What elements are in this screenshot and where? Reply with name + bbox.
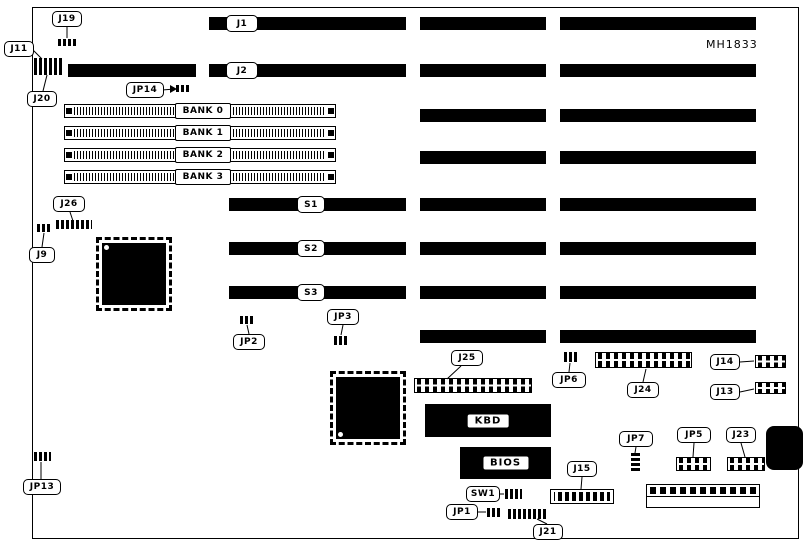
isa-slot	[560, 242, 756, 255]
connector-j24	[595, 352, 692, 368]
callout-j1: J1	[226, 15, 258, 32]
callout-jp5: JP5	[677, 427, 711, 443]
callout-s2: S2	[297, 240, 325, 257]
isa-slot	[560, 109, 756, 122]
callout-jp6: JP6	[552, 372, 586, 388]
callout-jp14: JP14	[126, 82, 164, 98]
bank0-label: BANK 0	[175, 103, 231, 119]
isa-slot	[420, 17, 546, 30]
connector-j19	[58, 39, 76, 46]
callout-j26: J26	[53, 196, 85, 212]
connector-jp14	[176, 85, 190, 92]
connector-j23	[727, 457, 765, 471]
pin1-dot	[104, 245, 109, 250]
callout-j25: J25	[451, 350, 483, 366]
callout-j20: J20	[27, 91, 57, 107]
keyboard-din-connector	[766, 426, 803, 470]
callout-jp1: JP1	[446, 504, 478, 520]
isa-slot	[560, 64, 756, 77]
isa-slot	[420, 242, 546, 255]
kbd-controller-chip: KBD	[425, 404, 551, 437]
isa-slot	[560, 286, 756, 299]
connector-jp6	[564, 352, 577, 362]
connector-j15	[550, 489, 614, 504]
connector-j26	[56, 220, 92, 229]
callout-jp2: JP2	[233, 334, 265, 350]
callout-j9: J9	[29, 247, 55, 263]
isa-slot	[209, 17, 406, 30]
pin1-dot	[338, 432, 343, 437]
callout-j15: J15	[567, 461, 597, 477]
connector-j13	[755, 382, 786, 394]
connector-j25	[414, 378, 532, 393]
isa-slot	[420, 109, 546, 122]
connector-jp7	[631, 452, 640, 471]
callout-j24: J24	[627, 382, 659, 398]
bank2-label: BANK 2	[175, 147, 231, 163]
isa-slot	[68, 64, 196, 77]
callout-j21: J21	[533, 524, 563, 540]
isa-slot	[209, 64, 406, 77]
kbd-label: KBD	[466, 413, 510, 428]
isa-slot	[420, 64, 546, 77]
connector-jp5	[676, 457, 711, 471]
callout-jp7: JP7	[619, 431, 653, 447]
callout-j14: J14	[710, 354, 740, 370]
isa-slot	[560, 151, 756, 164]
callout-jp3: JP3	[327, 309, 359, 325]
isa-slot	[420, 330, 546, 343]
chipset-qfp-2	[330, 371, 406, 445]
connector-j14	[755, 355, 786, 368]
chip-die	[102, 243, 166, 305]
callout-s3: S3	[297, 284, 325, 301]
power-pins	[650, 487, 756, 494]
callout-j11: J11	[4, 41, 34, 57]
isa-slot	[420, 151, 546, 164]
connector-jp3	[334, 336, 347, 345]
callout-j19: J19	[52, 11, 82, 27]
bios-chip: BIOS	[460, 447, 551, 479]
board-outline	[32, 7, 799, 539]
callout-s1: S1	[297, 196, 325, 213]
isa-slot	[560, 17, 756, 30]
power-divider	[647, 496, 759, 497]
callout-j2: J2	[226, 62, 258, 79]
connector-j11-j20	[34, 58, 64, 75]
power-connector	[646, 484, 760, 508]
bios-label: BIOS	[481, 455, 530, 471]
isa-slot	[420, 198, 546, 211]
connector-j21	[508, 509, 546, 519]
bank1-label: BANK 1	[175, 125, 231, 141]
connector-sw1	[505, 489, 522, 499]
callout-jp13: JP13	[23, 479, 61, 495]
isa-slot	[560, 198, 756, 211]
connector-jp2	[240, 316, 255, 324]
chipset-qfp-1	[96, 237, 172, 311]
bank3-label: BANK 3	[175, 169, 231, 185]
callout-j23: J23	[726, 427, 756, 443]
connector-j9	[37, 224, 50, 232]
callout-sw1: SW1	[466, 486, 500, 502]
chip-die	[336, 377, 400, 439]
callout-j13: J13	[710, 384, 740, 400]
connector-jp13	[34, 452, 51, 461]
connector-jp1	[487, 508, 501, 517]
isa-slot	[420, 286, 546, 299]
part-number: MH1833	[706, 38, 758, 51]
isa-slot	[560, 330, 756, 343]
